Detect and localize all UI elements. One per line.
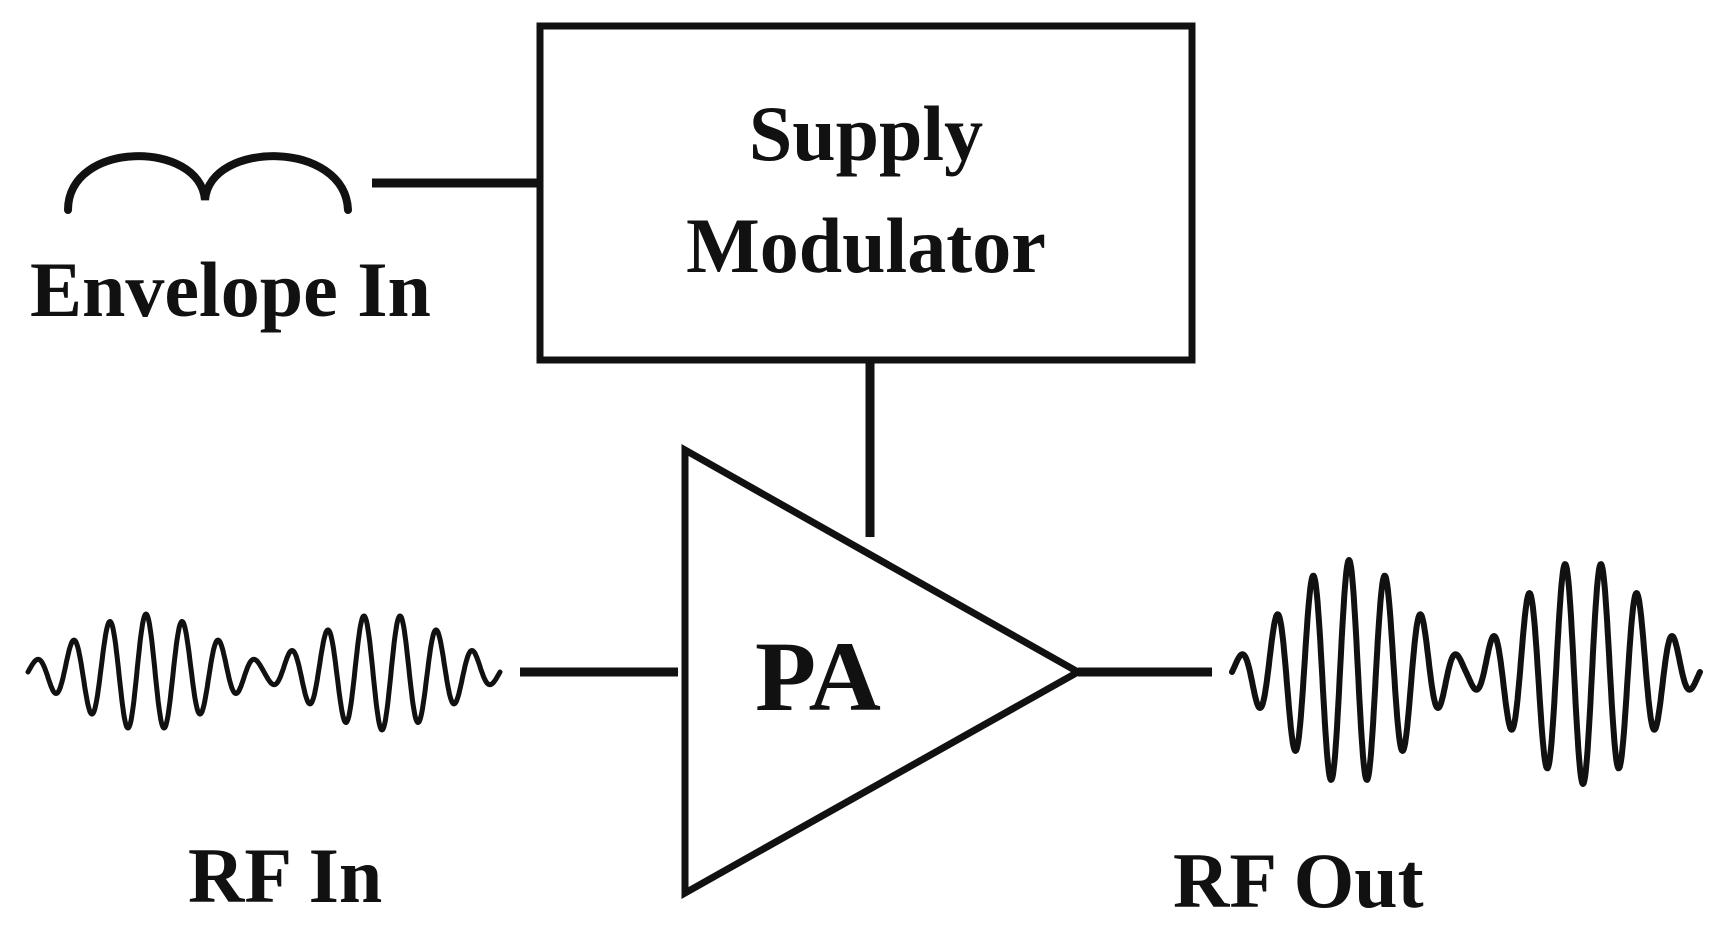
supply-modulator-label-line1: Supply (749, 90, 983, 177)
envelope-waveform (64, 152, 352, 214)
rf-in-waveform (25, 611, 503, 733)
supply-modulator-box (536, 22, 1196, 364)
rf-out-label: RF Out (1173, 837, 1424, 924)
pa-label: PA (755, 621, 881, 732)
rf-out-waveform (1229, 557, 1703, 787)
rf-in-label: RF In (188, 832, 382, 919)
supply-modulator-label-line2: Modulator (686, 202, 1046, 289)
envelope-in-label: Envelope In (30, 246, 431, 333)
pa-amplifier-triangle (681, 444, 1086, 899)
